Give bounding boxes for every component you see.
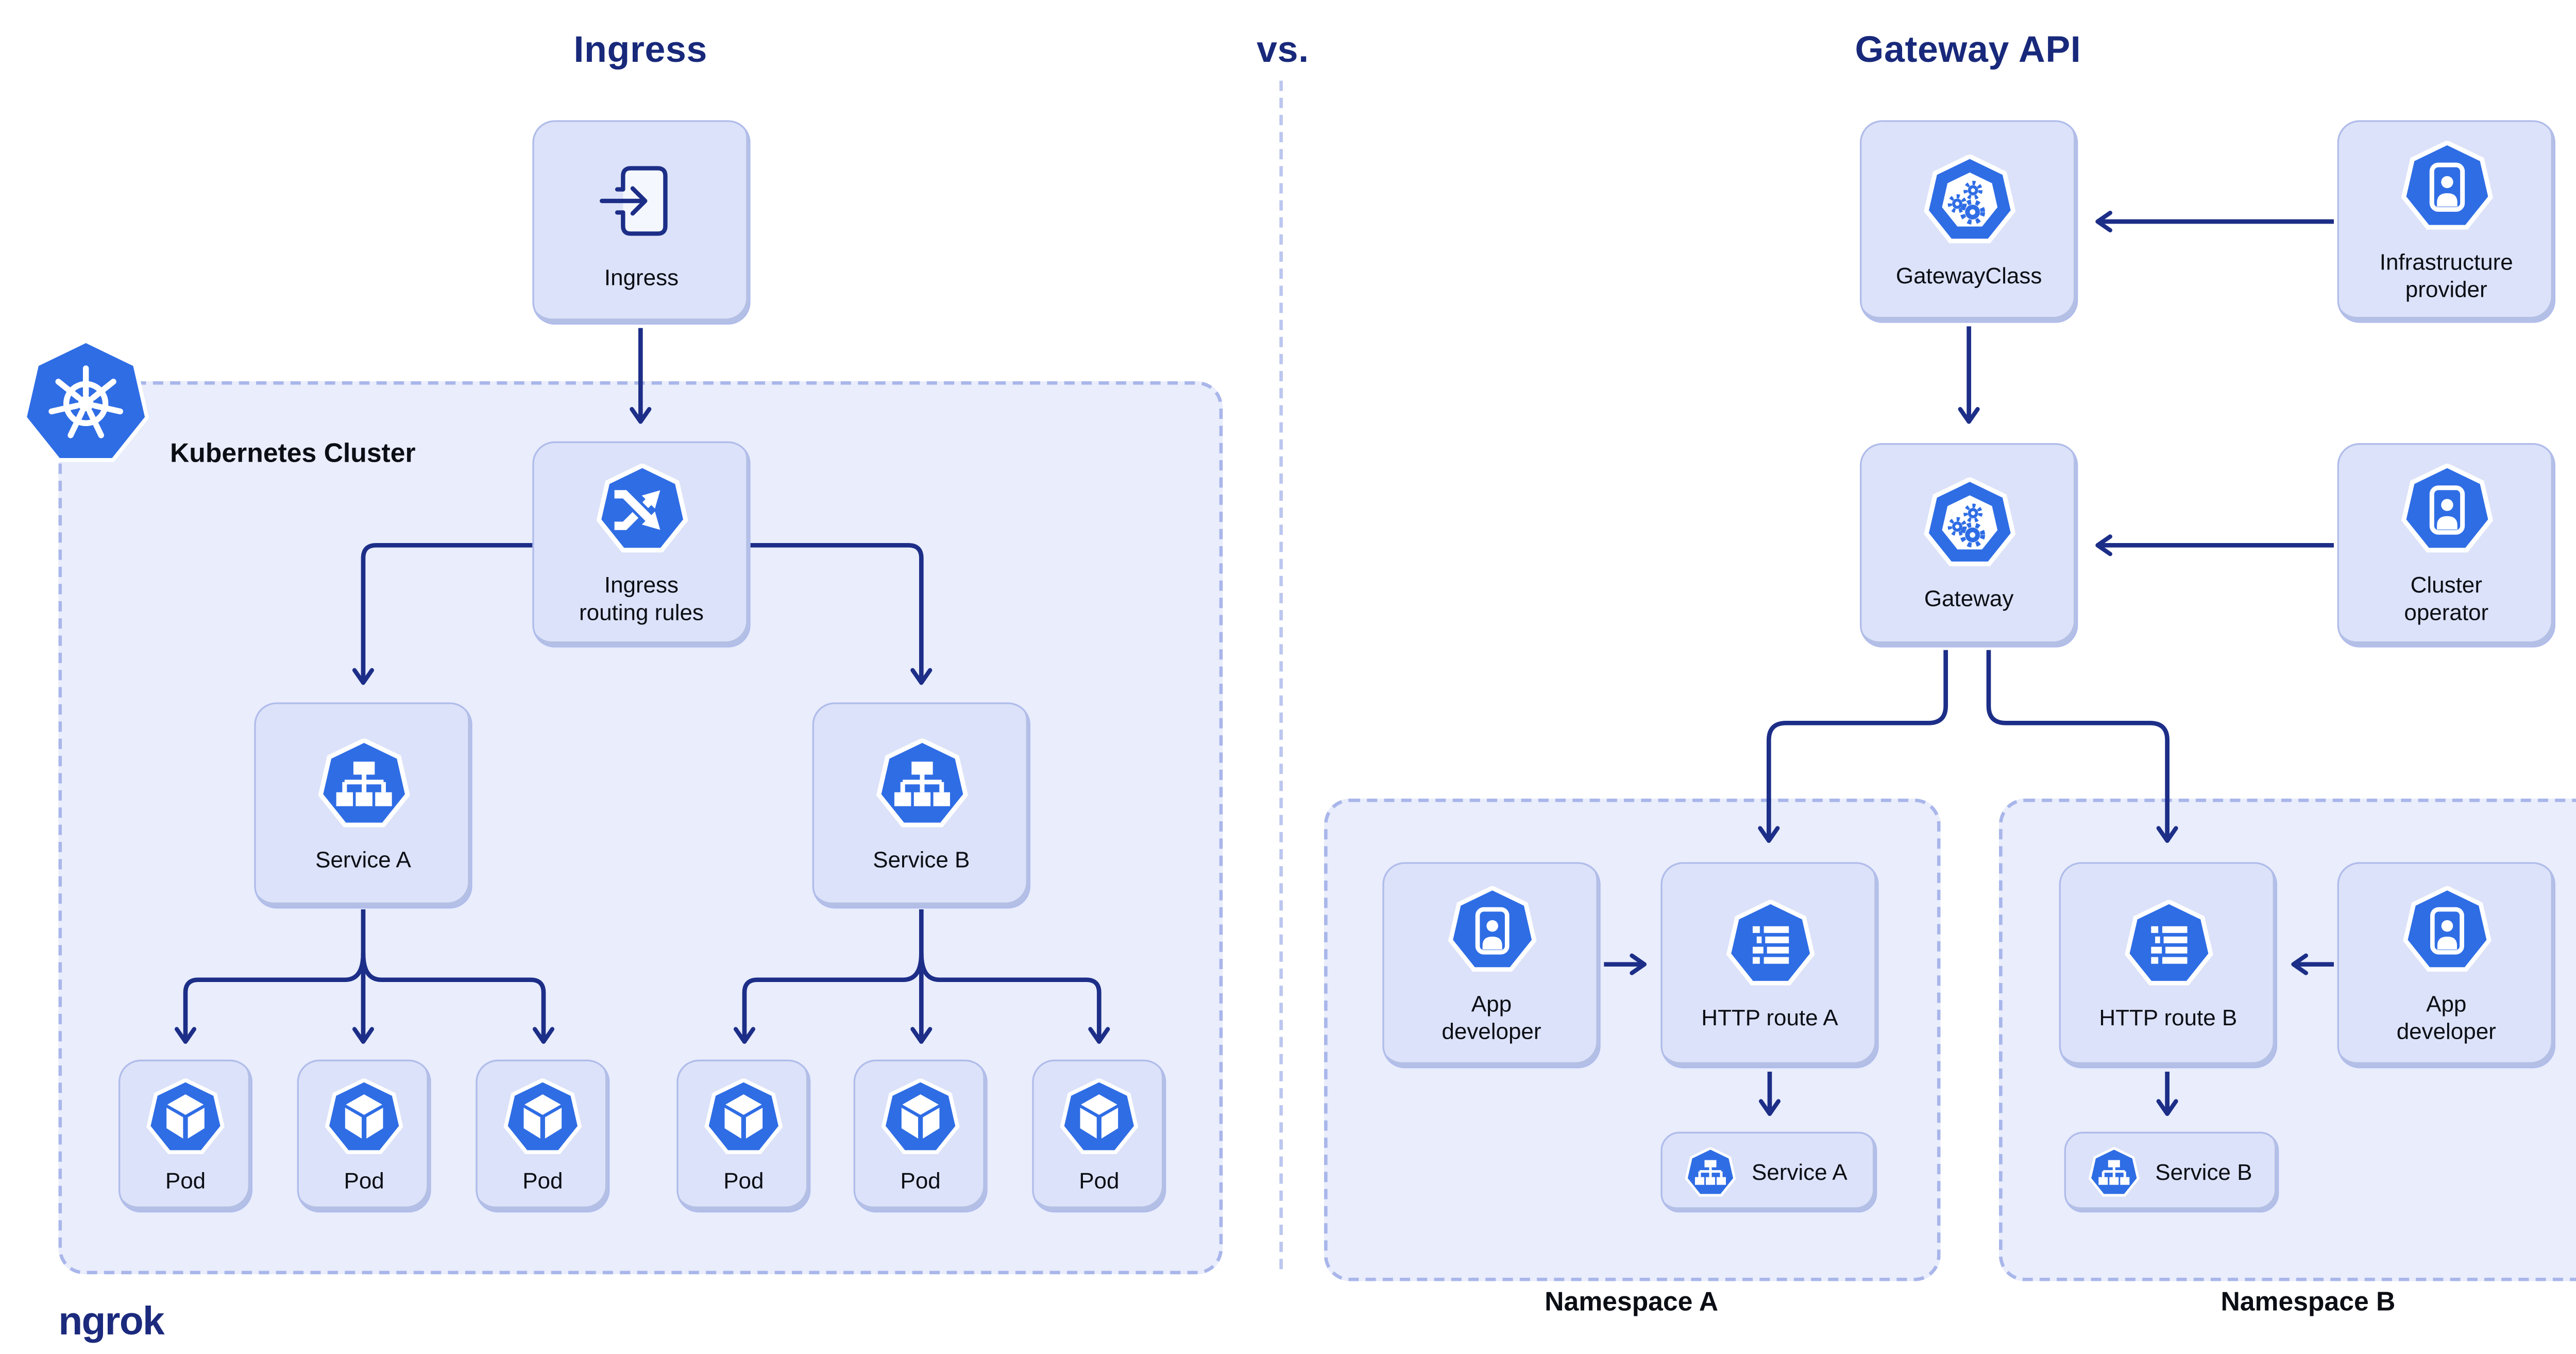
- node-service-b-small: Service B: [2064, 1131, 2279, 1213]
- node-ingress-label: Ingress: [604, 264, 679, 291]
- node-service-b-small-label: Service B: [2155, 1158, 2252, 1184]
- node-app-developer-a: App developer: [1382, 862, 1601, 1069]
- service-sitemap-icon: [1685, 1146, 1736, 1196]
- http-route-list-icon: [1725, 899, 1814, 985]
- node-pod-label: Pod: [344, 1167, 384, 1193]
- node-pod-2: Pod: [297, 1059, 431, 1213]
- pod-cube-icon: [146, 1077, 225, 1154]
- http-route-list-icon: [2124, 899, 2213, 985]
- node-cluster-operator-label: Cluster operator: [2404, 572, 2489, 625]
- node-service-b-label: Service B: [873, 845, 970, 872]
- node-gateway: Gateway: [1859, 443, 2078, 648]
- gears-heptagon-icon: [1923, 154, 2015, 243]
- node-infrastructure-provider: Infrastructure provider: [2337, 120, 2555, 323]
- node-service-a-label: Service A: [315, 845, 411, 872]
- section-title-ingress: Ingress: [573, 29, 708, 71]
- person-badge-icon: [2402, 885, 2491, 971]
- node-pod-6: Pod: [1032, 1059, 1166, 1213]
- node-ingress-routing-rules: Ingress routing rules: [532, 441, 751, 648]
- node-infrastructure-provider-label: Infrastructure provider: [2379, 248, 2513, 301]
- node-gatewayclass-label: GatewayClass: [1895, 262, 2042, 288]
- section-title-vs: vs.: [1257, 29, 1309, 71]
- ngrok-logo: ngrok: [58, 1298, 164, 1343]
- node-app-developer-a-label: App developer: [1442, 990, 1541, 1043]
- node-gateway-label: Gateway: [1924, 585, 2014, 612]
- node-pod-1: Pod: [118, 1059, 252, 1213]
- section-title-gateway-api: Gateway API: [1855, 29, 2081, 71]
- pod-cube-icon: [325, 1077, 403, 1154]
- node-pod-label: Pod: [1079, 1167, 1120, 1193]
- node-pod-4: Pod: [676, 1059, 811, 1213]
- node-http-route-a-label: HTTP route A: [1701, 1004, 1838, 1030]
- node-service-a-small-label: Service A: [1751, 1158, 1848, 1184]
- node-ingress-routing-rules-label: Ingress routing rules: [579, 571, 704, 624]
- person-badge-icon: [2400, 140, 2493, 229]
- gears-heptagon-icon: [1923, 477, 2015, 567]
- node-http-route-b: HTTP route B: [2059, 862, 2277, 1069]
- namespace-b-label: Namespace B: [2221, 1288, 2396, 1317]
- node-ingress: Ingress: [532, 120, 751, 325]
- node-pod-5: Pod: [853, 1059, 988, 1213]
- node-service-b: Service B: [812, 702, 1030, 909]
- node-pod-label: Pod: [900, 1167, 941, 1193]
- pod-cube-icon: [881, 1077, 960, 1154]
- node-pod-label: Pod: [723, 1167, 764, 1193]
- person-badge-icon: [1447, 885, 1536, 971]
- node-pod-label: Pod: [522, 1167, 563, 1193]
- kubernetes-logo-icon: [22, 338, 149, 462]
- node-cluster-operator: Cluster operator: [2337, 443, 2555, 648]
- enter-arrow-icon: [599, 166, 667, 236]
- pod-cube-icon: [503, 1077, 582, 1154]
- person-badge-icon: [2400, 464, 2493, 553]
- namespace-a-label: Namespace A: [1545, 1288, 1719, 1317]
- node-service-a: Service A: [254, 702, 472, 909]
- shuffle-arrows-icon: [595, 463, 688, 552]
- service-sitemap-icon: [317, 737, 410, 827]
- kubernetes-cluster-label: Kubernetes Cluster: [170, 439, 416, 469]
- node-gatewayclass: GatewayClass: [1859, 120, 2078, 323]
- node-service-a-small: Service A: [1660, 1131, 1877, 1213]
- section-divider: [1279, 80, 1283, 1270]
- node-app-developer-b-label: App developer: [2396, 990, 2496, 1043]
- node-http-route-a: HTTP route A: [1660, 862, 1879, 1069]
- node-http-route-b-label: HTTP route B: [2099, 1004, 2238, 1030]
- service-sitemap-icon: [2088, 1146, 2140, 1196]
- pod-cube-icon: [1060, 1077, 1139, 1154]
- node-app-developer-b: App developer: [2337, 862, 2555, 1069]
- node-pod-3: Pod: [476, 1059, 610, 1213]
- pod-cube-icon: [704, 1077, 783, 1154]
- node-pod-label: Pod: [165, 1167, 206, 1193]
- service-sitemap-icon: [875, 737, 968, 827]
